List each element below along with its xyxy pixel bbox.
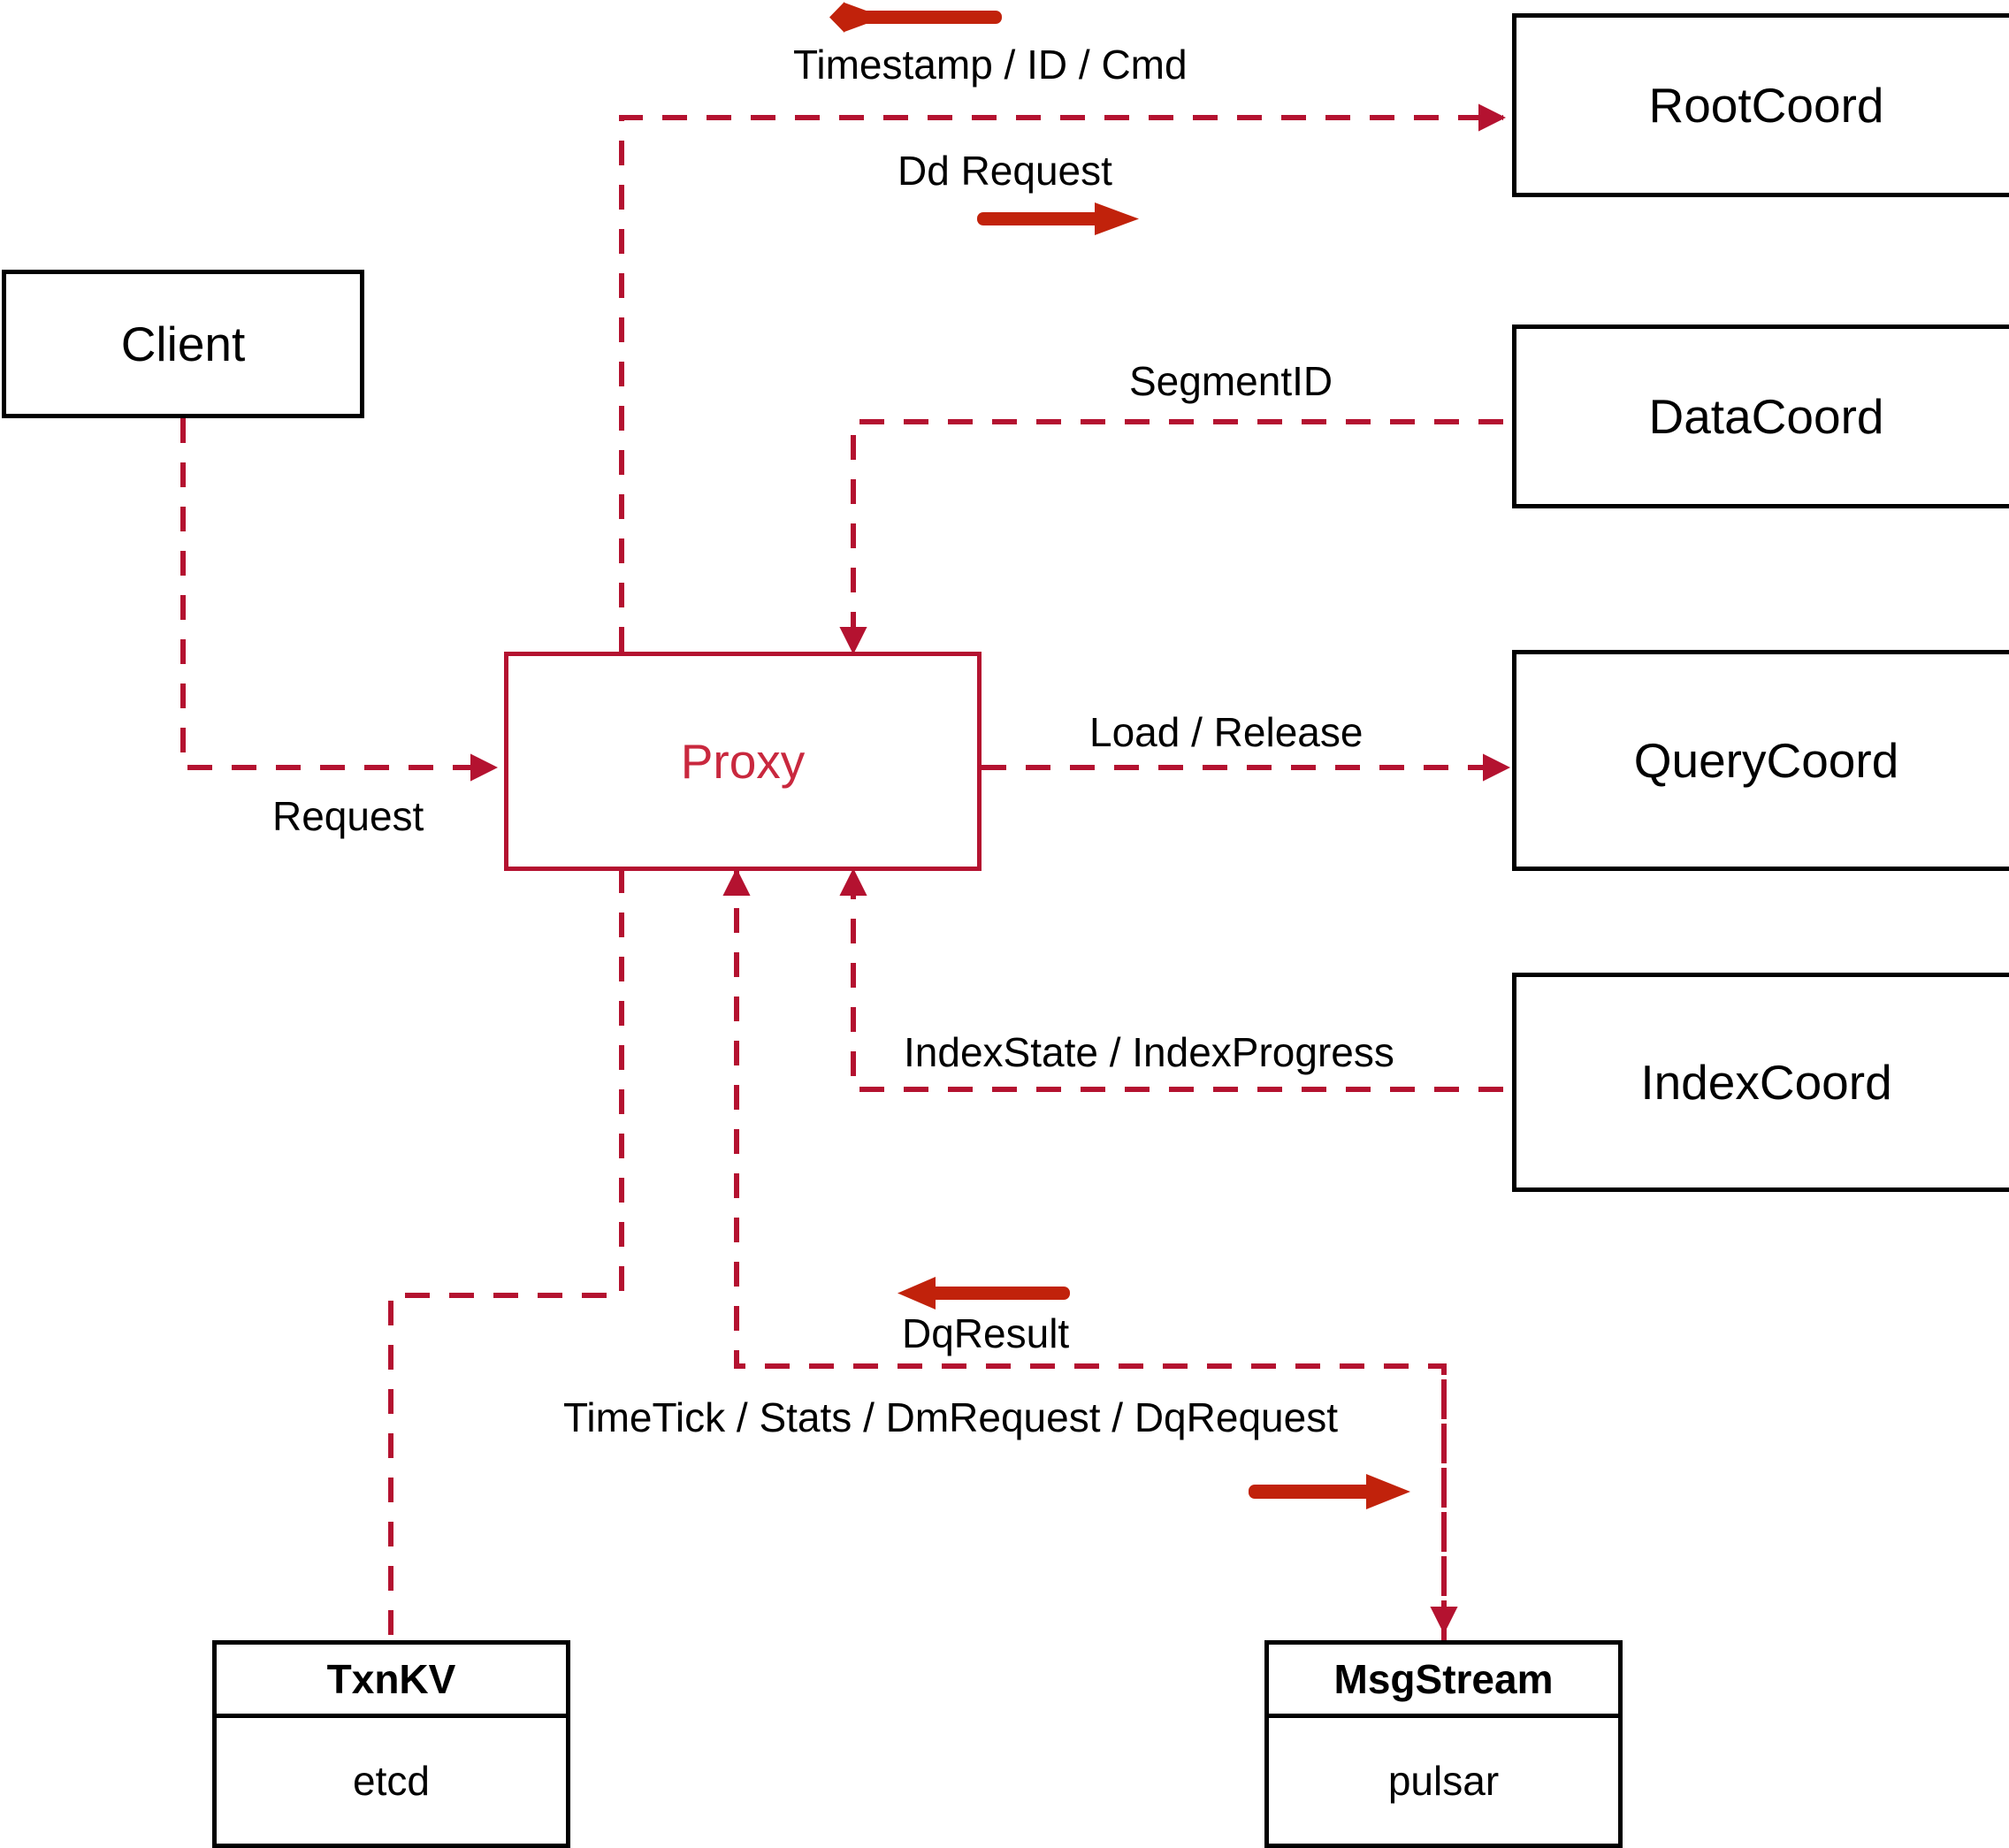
node-txnkv-header-label: TxnKV bbox=[326, 1656, 456, 1702]
node-proxy-label: Proxy bbox=[680, 733, 806, 789]
edge-label-timestamp-id-cmd: Timestamp / ID / Cmd bbox=[793, 42, 1188, 88]
edge-datacoord-to-proxy bbox=[839, 419, 1503, 655]
node-txnkv-body: etcd bbox=[217, 1718, 566, 1844]
node-rootcoord[interactable]: RootCoord bbox=[1512, 13, 2009, 197]
edge-msgstream-to-proxy bbox=[722, 867, 1447, 1640]
direction-arrow-group bbox=[829, 2, 1410, 1509]
node-proxy[interactable]: Proxy bbox=[504, 652, 982, 871]
node-txnkv[interactable]: TxnKV etcd bbox=[212, 1640, 570, 1848]
node-indexcoord[interactable]: IndexCoord bbox=[1512, 973, 2009, 1192]
edge-client-to-proxy bbox=[180, 418, 499, 782]
direction-arrow-right-dd bbox=[977, 202, 1139, 235]
node-datacoord-label: DataCoord bbox=[1648, 388, 1884, 444]
edge-label-dd-request: Dd Request bbox=[898, 148, 1112, 194]
edge-label-dq-result: DqResult bbox=[902, 1310, 1070, 1356]
node-msgstream-header-label: MsgStream bbox=[1333, 1656, 1554, 1702]
edge-label-index-state: IndexState / IndexProgress bbox=[904, 1029, 1394, 1075]
direction-arrow-right-timetick bbox=[1249, 1474, 1410, 1509]
direction-arrow-left-dqresult bbox=[898, 1277, 1070, 1310]
node-txnkv-body-label: etcd bbox=[353, 1758, 430, 1804]
edge-label-segmentid: SegmentID bbox=[1129, 358, 1333, 404]
node-client[interactable]: Client bbox=[2, 270, 364, 418]
node-client-label: Client bbox=[120, 316, 246, 371]
node-txnkv-header: TxnKV bbox=[217, 1645, 566, 1718]
edge-label-load-release: Load / Release bbox=[1089, 709, 1364, 755]
node-msgstream-body-label: pulsar bbox=[1387, 1758, 1500, 1804]
edge-proxy-to-txnkv bbox=[388, 868, 624, 1640]
edge-label-request: Request bbox=[272, 793, 424, 839]
edge-label-timetick-stats: TimeTick / Stats / DmRequest / DqRequest bbox=[563, 1394, 1338, 1440]
node-querycoord-label: QueryCoord bbox=[1633, 732, 1899, 788]
direction-arrow-left-top bbox=[829, 2, 1002, 33]
edge-proxy-to-rootcoord bbox=[619, 103, 1507, 652]
node-querycoord[interactable]: QueryCoord bbox=[1512, 650, 2009, 871]
node-datacoord[interactable]: DataCoord bbox=[1512, 325, 2009, 508]
node-msgstream[interactable]: MsgStream pulsar bbox=[1264, 1640, 1623, 1848]
node-msgstream-body: pulsar bbox=[1269, 1718, 1618, 1844]
node-indexcoord-label: IndexCoord bbox=[1640, 1054, 1892, 1110]
node-msgstream-header: MsgStream bbox=[1269, 1645, 1618, 1718]
node-rootcoord-label: RootCoord bbox=[1648, 77, 1884, 133]
